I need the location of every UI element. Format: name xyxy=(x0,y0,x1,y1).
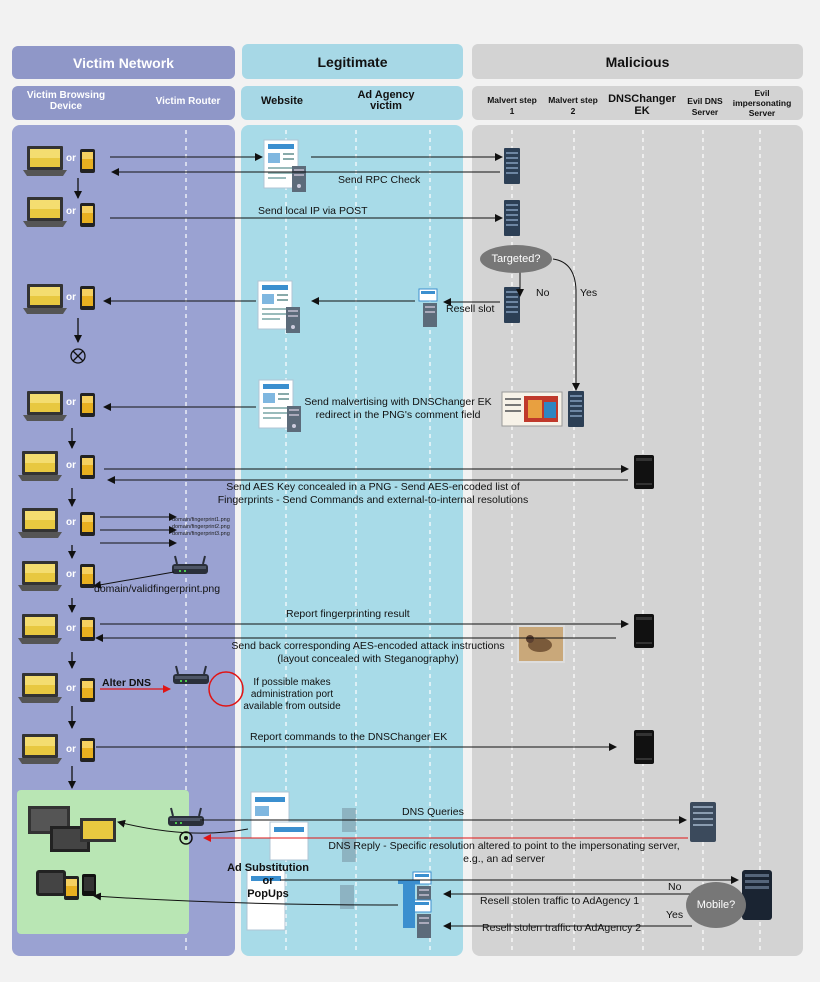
msg-admin-3: available from outside xyxy=(243,701,341,712)
subheader-victim-router: Victim Router xyxy=(155,96,221,107)
ad-substitution-3: PopUps xyxy=(247,888,289,900)
or-label: or xyxy=(66,460,76,471)
malvert-step2-server-icon xyxy=(568,391,584,427)
message-arrows xyxy=(93,153,739,930)
router-highlight-circle xyxy=(208,671,244,707)
evil-dns-server-icon xyxy=(690,802,716,842)
biohazard-router-icon xyxy=(167,807,205,845)
or-label: or xyxy=(66,517,76,528)
dnschanger-server-icon-1 xyxy=(634,455,654,489)
msg-alter-dns: Alter DNS xyxy=(102,677,152,689)
fingerprint-3: domain/fingerprint3.png xyxy=(172,531,230,537)
device-row-4 xyxy=(23,391,95,421)
faded-ad-servers xyxy=(340,808,356,909)
malvert-server-icon-2 xyxy=(504,200,520,236)
device-row-10 xyxy=(18,734,95,764)
msg-dns-queries: DNS Queries xyxy=(402,806,464,818)
or-label: or xyxy=(66,153,76,164)
label-yes: Yes xyxy=(580,287,598,299)
ad-agency-servers-bottom xyxy=(398,871,432,939)
msg-resell-slot: Resell slot xyxy=(446,303,495,315)
or-label: or xyxy=(66,744,76,755)
or-label: or xyxy=(66,206,76,217)
targeted-decision: Targeted? xyxy=(480,245,552,273)
label-no-mobile: No xyxy=(668,881,682,893)
malicious-subheader-bar xyxy=(472,86,803,120)
dnschanger-server-icon-2 xyxy=(634,614,654,648)
subheader-website: Website xyxy=(261,95,303,107)
subheader-malvert-1: Malvert step 1 xyxy=(487,95,537,116)
msg-rpc-check: Send RPC Check xyxy=(338,174,421,186)
subheader-malvert-2: Malvert step 2 xyxy=(548,95,598,116)
subheader-ad-agency: Ad Agency victim xyxy=(357,89,415,112)
msg-malvertising-1: Send malvertising with DNSChanger EK xyxy=(304,396,492,408)
ad-substitution-2: or xyxy=(262,875,274,887)
label-yes-mobile: Yes xyxy=(666,909,684,921)
blocked-icon xyxy=(70,348,86,364)
bird-image-icon xyxy=(517,625,565,663)
header-malicious: Malicious xyxy=(472,44,803,79)
device-row-5 xyxy=(18,451,95,481)
msg-aes-2: Fingerprints - Send Commands and externa… xyxy=(217,494,529,506)
malicious-area xyxy=(472,125,803,956)
legit-subheader-bar xyxy=(241,86,463,120)
subheader-dnschanger-ek: DNSChanger EK xyxy=(608,93,676,117)
or-label: or xyxy=(66,292,76,303)
header-victim-network: Victim Network xyxy=(12,46,235,79)
fingerprint-2: domain/fingerprint2.png xyxy=(172,524,230,530)
dnschanger-server-icon-3 xyxy=(634,730,654,764)
malvert-server-icon-3 xyxy=(504,287,520,323)
compromised-devices-icons xyxy=(28,806,116,900)
msg-attack-2: (layout concealed with Steganography) xyxy=(277,653,459,665)
or-label: or xyxy=(66,569,76,580)
fingerprint-1: domain/fingerprint1.png xyxy=(172,517,230,523)
device-row-8 xyxy=(18,614,95,644)
device-row-7 xyxy=(18,561,95,591)
device-row-3 xyxy=(23,284,95,314)
victim-network-area xyxy=(12,125,235,956)
msg-report-commands: Report commands to the DNSChanger EK xyxy=(250,731,448,743)
msg-dns-reply-2: e.g., an ad server xyxy=(463,853,545,865)
lifelines xyxy=(185,130,761,950)
msg-attack-1: Send back corresponding AES-encoded atta… xyxy=(231,640,505,652)
mobile-decision: Mobile? xyxy=(686,882,746,928)
msg-dns-reply-1: DNS Reply - Specific resolution altered … xyxy=(328,840,680,852)
msg-resell-traffic-2: Resell stolen traffic to AdAgency 2 xyxy=(482,922,642,934)
hacker-image-icon xyxy=(501,391,563,427)
msg-malvertising-2: redirect in the PNG's comment field xyxy=(315,409,481,421)
subheader-victim-device: Victim Browsing Device xyxy=(26,90,106,112)
msg-admin-1: If possible makes xyxy=(253,677,331,688)
msg-admin-2: administration port xyxy=(250,689,334,700)
malvert-server-icon-1 xyxy=(504,148,520,184)
msg-aes-1: Send AES Key concealed in a PNG - Send A… xyxy=(226,481,520,493)
msg-report-fingerprint: Report fingerprinting result xyxy=(286,608,410,620)
ad-substitution-1: Ad Substitution xyxy=(227,862,309,874)
header-legitimate: Legitimate xyxy=(242,44,463,79)
or-label: or xyxy=(66,397,76,408)
label-no: No xyxy=(536,287,550,299)
or-label: or xyxy=(66,683,76,694)
subheader-evil-impersonating: Evil impersonating Server xyxy=(732,88,792,118)
device-row-6 xyxy=(18,508,95,538)
device-flow-arrows xyxy=(68,178,82,789)
device-row-1 xyxy=(23,146,95,176)
msg-valid-fingerprint: domain/validfingerprint.png xyxy=(94,583,221,595)
subheader-evil-dns: Evil DNS Server xyxy=(687,96,723,117)
msg-local-ip: Send local IP via POST xyxy=(258,205,368,217)
or-label: or xyxy=(66,623,76,634)
evil-impersonating-server-icon xyxy=(742,870,772,920)
victim-subheader-bar xyxy=(12,86,235,120)
msg-resell-traffic-1: Resell stolen traffic to AdAgency 1 xyxy=(480,895,640,907)
